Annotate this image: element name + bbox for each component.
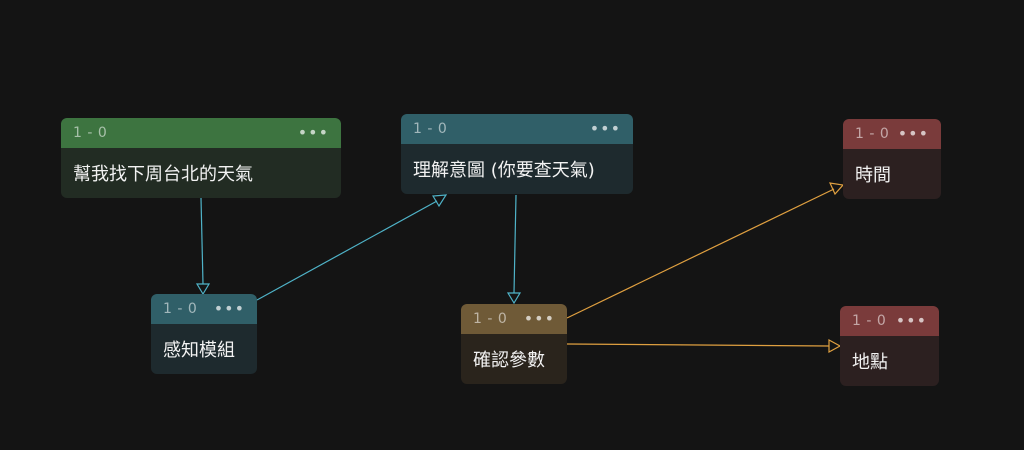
more-horizontal-icon[interactable]: •••: [213, 299, 245, 318]
node-label: 幫我找下周台北的天氣: [61, 148, 341, 198]
node-label: 時間: [843, 149, 941, 199]
more-horizontal-icon[interactable]: •••: [523, 309, 555, 328]
node-id-label: 1 - 0: [852, 313, 887, 329]
edge-params-to-place: [566, 338, 842, 354]
arrowhead-icon: [828, 182, 845, 196]
edge-input-to-perception: [195, 197, 211, 296]
node-confirm-params[interactable]: 1 - 0 ••• 確認參數: [461, 304, 567, 384]
node-understand-intent[interactable]: 1 - 0 ••• 理解意圖 (你要查天氣): [401, 114, 633, 194]
more-horizontal-icon[interactable]: •••: [589, 119, 621, 138]
node-header[interactable]: 1 - 0 •••: [61, 118, 341, 148]
node-label: 確認參數: [461, 334, 567, 384]
node-header[interactable]: 1 - 0 •••: [461, 304, 567, 334]
arrowhead-icon: [431, 194, 448, 208]
node-id-label: 1 - 0: [163, 301, 198, 317]
node-header[interactable]: 1 - 0 •••: [840, 306, 939, 336]
node-header[interactable]: 1 - 0 •••: [401, 114, 633, 144]
node-label: 感知模組: [151, 324, 257, 374]
node-time[interactable]: 1 - 0 ••• 時間: [843, 119, 941, 199]
node-header[interactable]: 1 - 0 •••: [843, 119, 941, 149]
node-id-label: 1 - 0: [73, 125, 108, 141]
more-horizontal-icon[interactable]: •••: [895, 311, 927, 330]
arrowhead-icon: [828, 338, 842, 354]
node-id-label: 1 - 0: [413, 121, 448, 137]
edge-intent-to-params: [506, 194, 522, 305]
arrowhead-icon: [506, 292, 522, 305]
node-label: 理解意圖 (你要查天氣): [401, 144, 633, 194]
more-horizontal-icon[interactable]: •••: [297, 123, 329, 142]
arrowhead-icon: [195, 283, 211, 296]
edge-params-to-time: [566, 182, 845, 319]
node-user-query[interactable]: 1 - 0 ••• 幫我找下周台北的天氣: [61, 118, 341, 198]
more-horizontal-icon[interactable]: •••: [897, 124, 929, 143]
edge-perception-to-intent: [256, 194, 448, 301]
node-id-label: 1 - 0: [855, 126, 890, 142]
node-perception-module[interactable]: 1 - 0 ••• 感知模組: [151, 294, 257, 374]
node-place[interactable]: 1 - 0 ••• 地點: [840, 306, 939, 386]
node-header[interactable]: 1 - 0 •••: [151, 294, 257, 324]
node-label: 地點: [840, 336, 939, 386]
node-id-label: 1 - 0: [473, 311, 508, 327]
